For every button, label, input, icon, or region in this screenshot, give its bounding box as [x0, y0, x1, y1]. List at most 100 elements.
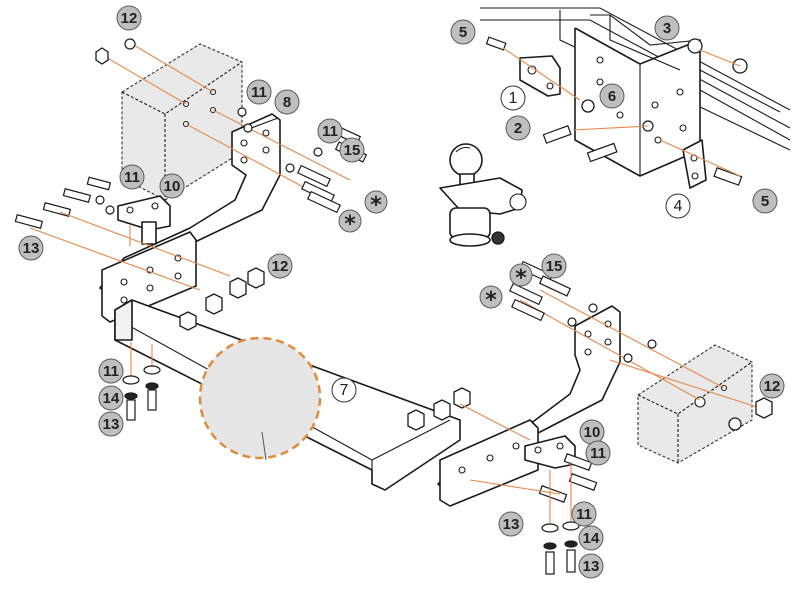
callout-4: 4 — [665, 193, 691, 219]
tow-ball — [439, 143, 527, 247]
callout-number: 14 — [103, 390, 120, 407]
callout-number: 11 — [322, 123, 338, 140]
callout-labels: 1211811151110131211141371512101113111413… — [18, 5, 785, 579]
callout-number: 7 — [340, 382, 349, 399]
callout-12: 12 — [267, 253, 293, 279]
callout-badge — [578, 553, 604, 579]
callout-number: 13 — [583, 558, 600, 575]
callout-badge — [752, 188, 778, 214]
callout-11: 11 — [571, 501, 597, 527]
callout-badge — [331, 377, 357, 403]
callout-number: 4 — [674, 198, 683, 215]
callout-number: 15 — [344, 142, 361, 159]
callout-6: 6 — [599, 83, 625, 109]
callout-badge — [585, 440, 611, 466]
star-symbol: * — [515, 266, 527, 291]
callout-number: 5 — [459, 24, 467, 41]
star-badge — [509, 263, 533, 287]
callout-14: 14 — [98, 385, 124, 411]
callout-13: 13 — [578, 553, 604, 579]
callout-badge — [498, 511, 524, 537]
vehicle-chassis-detail — [480, 7, 791, 189]
callout-number: 12 — [121, 10, 138, 27]
callout-badge — [599, 83, 625, 109]
placeholder-circle — [198, 336, 322, 461]
callout-15: 15 — [541, 253, 567, 279]
callout-number: 13 — [103, 416, 120, 433]
star-marker: * — [364, 190, 388, 218]
callout-number: 8 — [283, 94, 291, 111]
callout-badge — [98, 385, 124, 411]
callout-11: 11 — [246, 79, 272, 105]
callout-10: 10 — [159, 173, 185, 199]
callout-badge — [571, 501, 597, 527]
callout-8: 8 — [274, 89, 300, 115]
right-fasteners — [407, 260, 773, 575]
callout-5: 5 — [450, 19, 476, 45]
callout-12: 12 — [759, 373, 785, 399]
callout-badge — [500, 85, 526, 111]
callout-11: 11 — [98, 358, 124, 384]
callout-badge — [578, 525, 604, 551]
callout-number: 3 — [663, 20, 671, 37]
callout-badge — [119, 164, 145, 190]
callout-number: 14 — [583, 530, 600, 547]
callout-7: 7 — [331, 377, 357, 403]
callout-number: 5 — [761, 193, 769, 210]
callout-badge — [541, 253, 567, 279]
callout-badge — [505, 115, 531, 141]
callout-11: 11 — [317, 118, 343, 144]
callout-number: 12 — [272, 258, 289, 275]
callout-badge — [339, 137, 365, 163]
callout-number: 1 — [509, 90, 518, 107]
callout-number: 11 — [124, 169, 140, 186]
callout-number: 11 — [576, 506, 592, 523]
star-marker: * — [509, 263, 533, 291]
right-chassis-rail — [637, 344, 753, 464]
callout-number: 15 — [546, 258, 563, 275]
callout-12: 12 — [116, 5, 142, 31]
star-badge — [364, 190, 388, 214]
right-mounting-plate — [439, 419, 576, 507]
callout-10: 10 — [579, 419, 605, 445]
callout-badge — [159, 173, 185, 199]
callout-badge — [18, 235, 44, 261]
callout-2: 2 — [505, 115, 531, 141]
star-marker: * — [479, 285, 503, 313]
star-marker: * — [338, 209, 362, 237]
callout-badge — [759, 373, 785, 399]
callout-badge — [450, 19, 476, 45]
callout-badge — [116, 5, 142, 31]
callout-badge — [98, 358, 124, 384]
callout-15: 15 — [339, 137, 365, 163]
callout-number: 2 — [514, 120, 522, 137]
callout-number: 10 — [164, 178, 181, 195]
callout-badge — [317, 118, 343, 144]
left-fasteners — [14, 38, 368, 421]
star-symbol: * — [485, 288, 497, 313]
callout-14: 14 — [578, 525, 604, 551]
callout-number: 6 — [608, 88, 616, 105]
callout-number: 12 — [764, 378, 781, 395]
star-symbol: * — [344, 212, 356, 237]
callout-1: 1 — [500, 85, 526, 111]
callout-badge — [654, 15, 680, 41]
star-badge — [479, 285, 503, 309]
callout-badge — [98, 411, 124, 437]
callout-13: 13 — [98, 411, 124, 437]
callout-number: 10 — [584, 424, 601, 441]
star-symbol: * — [370, 193, 382, 218]
callout-11: 11 — [585, 440, 611, 466]
callout-badge — [665, 193, 691, 219]
callout-badge — [246, 79, 272, 105]
callout-number: 11 — [251, 84, 267, 101]
callout-13: 13 — [498, 511, 524, 537]
star-badge — [338, 209, 362, 233]
callout-number: 13 — [503, 516, 520, 533]
callout-11: 11 — [119, 164, 145, 190]
callout-5: 5 — [752, 188, 778, 214]
callout-number: 13 — [23, 240, 40, 257]
callout-number: 11 — [590, 445, 606, 462]
